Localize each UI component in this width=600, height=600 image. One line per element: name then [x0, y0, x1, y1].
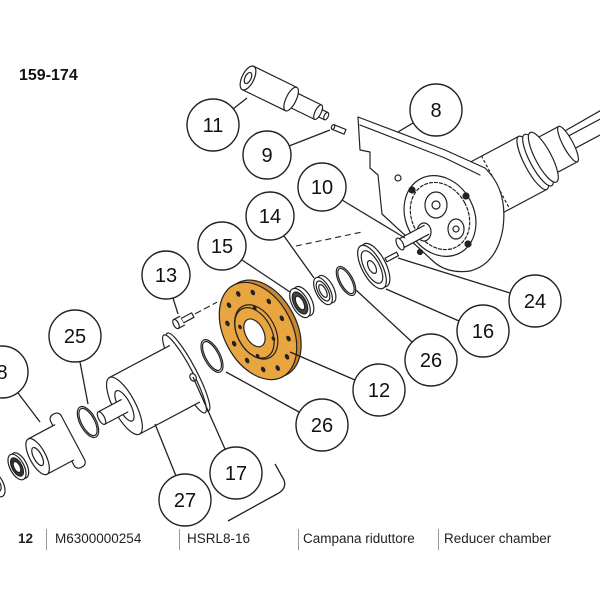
- callout-circle: [352, 363, 406, 417]
- callout-circle: [456, 304, 510, 358]
- callout-16: 16: [456, 304, 510, 358]
- callout-circle: [209, 446, 263, 500]
- leader-line-17: [192, 376, 226, 450]
- callout-24: 24: [508, 274, 562, 328]
- callout-number: 27: [174, 490, 196, 512]
- callout-9: 9: [242, 130, 292, 180]
- o-ring: [200, 339, 224, 373]
- callout-number: 8: [430, 100, 441, 122]
- callout-number: 26: [420, 350, 442, 372]
- callout-circle: [186, 98, 240, 152]
- o-ring: [335, 265, 357, 297]
- leader-line-26-lower: [225, 371, 300, 413]
- callout-15: 15: [197, 221, 247, 271]
- bearing: [313, 274, 337, 306]
- callout-8-left: 8: [0, 345, 29, 399]
- column-divider: [298, 529, 299, 550]
- bearing: [289, 285, 315, 319]
- callout-11: 11: [186, 98, 240, 152]
- item-description-italian: Campana riduttore: [303, 531, 415, 546]
- callout-14: 14: [245, 191, 295, 241]
- callout-number: 8: [0, 362, 8, 384]
- leader-line-13: [172, 297, 179, 315]
- callout-27: 27: [158, 473, 212, 527]
- leader-line-24: [397, 257, 511, 294]
- callout-circle: [158, 473, 212, 527]
- leader-line-25: [79, 361, 89, 405]
- leader-line-10: [341, 199, 406, 239]
- callout-circle: [242, 130, 292, 180]
- callout-number: 16: [472, 321, 494, 343]
- callout-number: 17: [225, 463, 247, 485]
- callout-26-lower: 26: [295, 398, 349, 452]
- leader-line-14: [283, 235, 315, 279]
- item-position: 12: [18, 531, 34, 546]
- callout-12: 12: [352, 363, 406, 417]
- leader-line-8-left: [17, 392, 41, 423]
- callout-10: 10: [297, 162, 347, 212]
- bearing: [0, 470, 6, 498]
- callout-circle: [48, 309, 102, 363]
- small-pin: [384, 251, 400, 263]
- leader-line-8: [397, 122, 414, 133]
- callout-circle: [0, 345, 29, 399]
- callout-number: 11: [203, 115, 224, 137]
- callout-25: 25: [48, 309, 102, 363]
- callout-number: 25: [64, 326, 86, 348]
- highlighted-flange: [218, 279, 302, 381]
- leader-lines: [17, 97, 511, 522]
- reducer-chamber: [96, 332, 211, 436]
- callout-26-upper: 26: [404, 333, 458, 387]
- figure-page-range: 159-174: [19, 67, 78, 84]
- leader-line-26-upper: [355, 289, 413, 343]
- gearbox-housing: [357, 116, 505, 273]
- callout-circle: [197, 221, 247, 271]
- cover-disk: [357, 242, 391, 290]
- callout-circle: [409, 83, 463, 137]
- item-description-english: Reducer chamber: [444, 531, 552, 546]
- callout-circle: [297, 162, 347, 212]
- callout-number: 10: [311, 177, 333, 199]
- column-divider: [179, 529, 180, 550]
- callout-circle: [295, 398, 349, 452]
- callout-circle: [508, 274, 562, 328]
- callout-number: 14: [259, 206, 281, 228]
- leader-line-9: [288, 129, 331, 147]
- leader-line-16: [385, 288, 460, 322]
- callout-13: 13: [141, 250, 191, 300]
- callout-number: 15: [211, 236, 233, 258]
- parts-table-row: 12 M6300000254 HSRL8-16 Campana riduttor…: [0, 528, 600, 550]
- callout-number: 12: [368, 380, 390, 402]
- column-divider: [438, 529, 439, 550]
- leader-line-11: [232, 97, 248, 110]
- leader-line-12: [289, 351, 356, 381]
- leader-line-15: [241, 259, 291, 293]
- bracket-line: [227, 463, 286, 522]
- callout-circle: [404, 333, 458, 387]
- guide-dashed-line: [295, 231, 363, 247]
- o-ring: [76, 405, 100, 439]
- pin: [330, 124, 347, 135]
- column-divider: [46, 529, 47, 550]
- callout-number: 9: [261, 145, 272, 167]
- item-code: M6300000254: [55, 531, 142, 546]
- callout-17: 17: [209, 446, 263, 500]
- screw: [172, 301, 218, 330]
- callout-number: 26: [311, 415, 333, 437]
- callout-circle: [245, 191, 295, 241]
- callout-number: 24: [524, 291, 546, 313]
- leader-line-27: [154, 423, 177, 477]
- callout-circle: [141, 250, 191, 300]
- callout-number: 13: [155, 265, 177, 287]
- output-shaft: [239, 65, 330, 121]
- bearing: [7, 452, 30, 481]
- mounting-flange: [25, 412, 86, 476]
- callout-8: 8: [409, 83, 463, 137]
- gear-shaft: [395, 224, 430, 251]
- item-model: HSRL8-16: [187, 531, 251, 546]
